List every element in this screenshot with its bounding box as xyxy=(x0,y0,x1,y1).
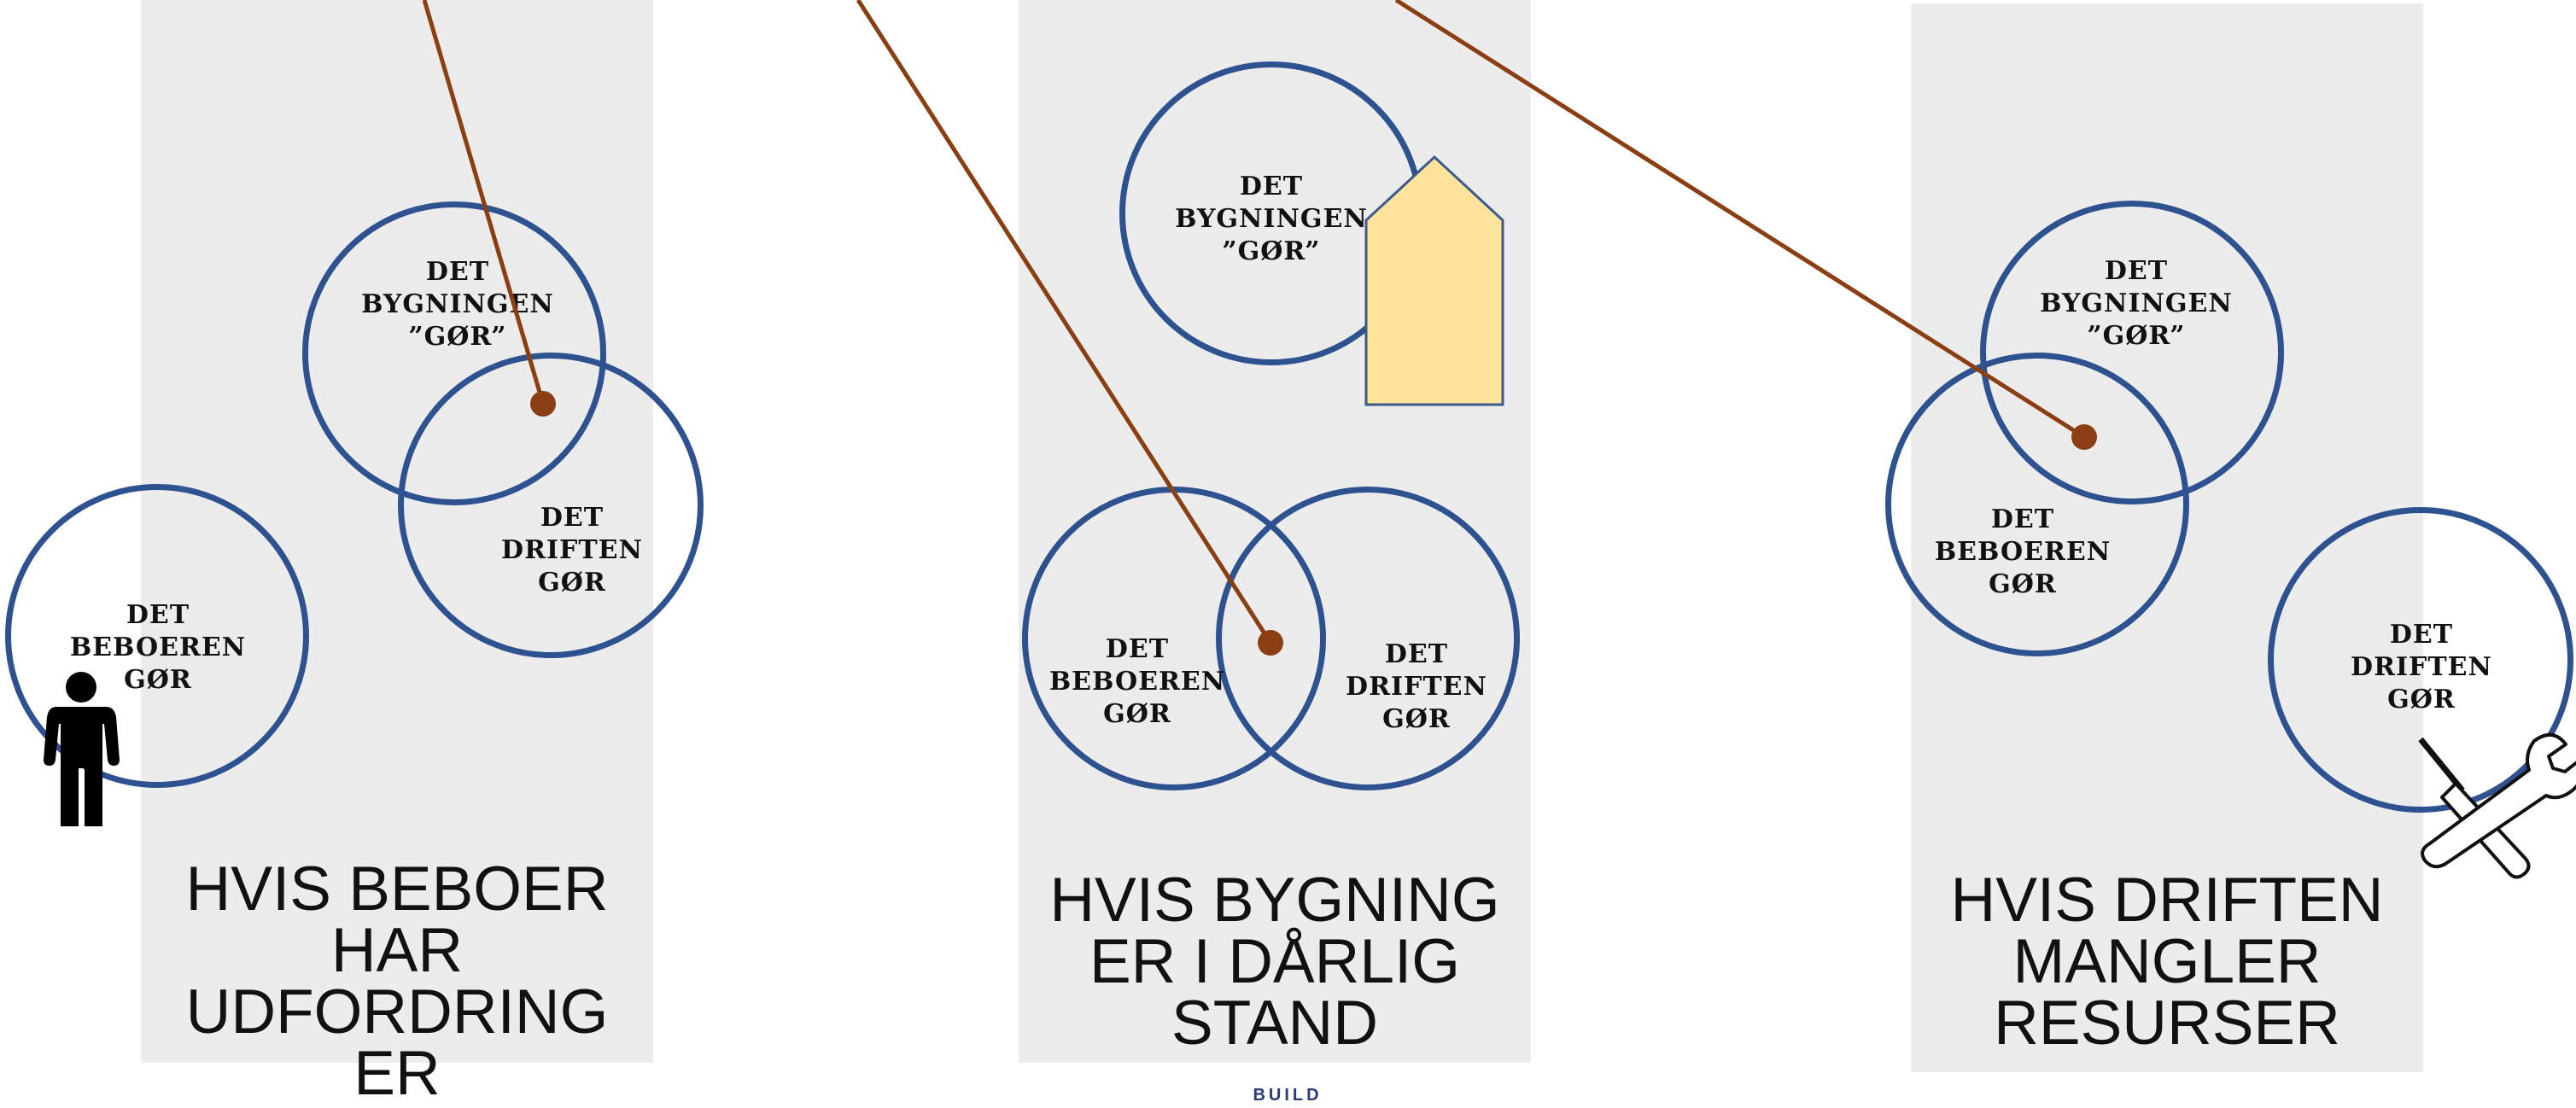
circle-operations xyxy=(1216,487,1520,790)
circle-operations xyxy=(398,353,704,658)
connector-line-2 xyxy=(856,0,1273,644)
footer-logo: BUILD xyxy=(1253,1086,1323,1105)
connector-dot-1 xyxy=(530,391,556,417)
connector-dot-2 xyxy=(1258,630,1283,656)
connector-line-3 xyxy=(1394,0,2086,440)
connector-dot-3 xyxy=(2071,424,2097,450)
person-icon xyxy=(44,672,120,826)
circle-resident xyxy=(5,484,309,788)
connector-line-1 xyxy=(422,0,546,405)
house-icon xyxy=(1364,155,1504,406)
circle-resident xyxy=(1885,353,2189,656)
tools-icon xyxy=(2418,733,2576,879)
circle-operations xyxy=(2268,507,2573,813)
